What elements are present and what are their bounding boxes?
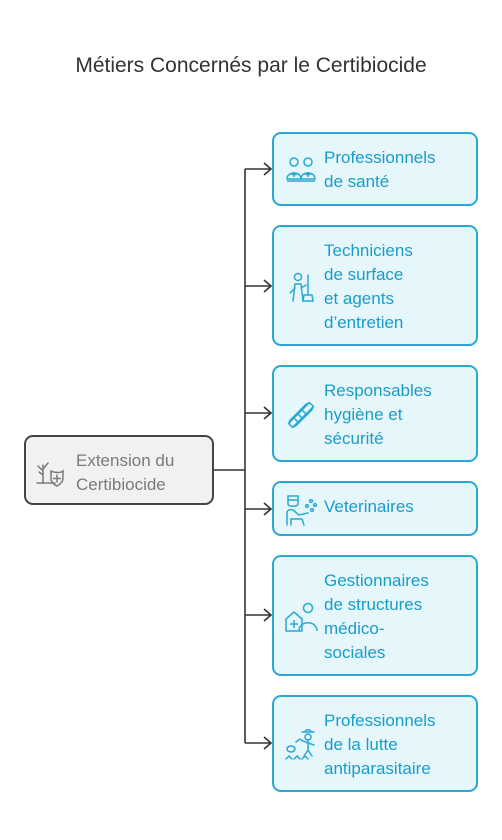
node-line: de surface [324,265,404,284]
node-label: Responsables hygiène et sécurité [324,379,432,451]
source-line: Extension du [76,451,175,470]
node-label: Professionnels de santé [324,146,436,194]
node-line: médico- [324,619,385,638]
veterinarian-icon [286,495,318,526]
node-line: de structures [324,595,423,614]
node-lutte-antiparasitaire: Professionnels de la lutte antiparasitai… [272,695,478,792]
source-node: Extension du Certibiocide [24,435,214,505]
node-label: Techniciens de surface et agents d’entre… [324,239,413,335]
pest-control-icon [285,729,315,760]
node-techniciens-de-surface: Techniciens de surface et agents d’entre… [272,225,478,346]
plant-shield-icon [36,462,64,487]
source-label: Extension du Certibiocide [76,449,174,497]
node-line: Professionnels [324,148,436,167]
node-label: Gestionnaires de structures médico- soci… [324,569,429,665]
safety-stripes-icon [287,401,315,429]
node-professionnels-de-sante: Professionnels de santé [272,132,478,206]
healthcare-team-icon [286,157,316,182]
arrowhead-5 [263,608,273,622]
node-line: de santé [324,172,390,191]
node-line: Gestionnaires [324,571,429,590]
medical-home-icon [285,602,318,632]
node-label: Professionnels de la lutte antiparasitai… [324,709,436,781]
arrowhead-2 [263,279,273,293]
arrowhead-1 [263,162,273,176]
node-label: Veterinaires [324,495,414,519]
node-line: et agents [324,289,394,308]
node-line: hygiène et [324,405,403,424]
node-line: Responsables [324,381,432,400]
node-responsables-hygiene: Responsables hygiène et sécurité [272,365,478,462]
source-line: Certibiocide [76,475,166,494]
arrowhead-4 [263,502,273,516]
node-line: sécurité [324,429,384,448]
arrowhead-3 [263,406,273,420]
node-line: de la lutte [324,735,398,754]
arrowhead-6 [263,736,273,750]
node-veterinaires: Veterinaires [272,481,478,536]
node-line: sociales [324,643,386,662]
node-line: Veterinaires [324,497,414,516]
node-gestionnaires-structures: Gestionnaires de structures médico- soci… [272,555,478,676]
diagram-title: Métiers Concernés par le Certibiocide [75,54,427,77]
node-line: Professionnels [324,711,436,730]
node-line: Techniciens [324,241,413,260]
cleaner-broom-icon [289,272,314,302]
node-line: d’entretien [324,313,404,332]
node-line: antiparasitaire [324,759,431,778]
